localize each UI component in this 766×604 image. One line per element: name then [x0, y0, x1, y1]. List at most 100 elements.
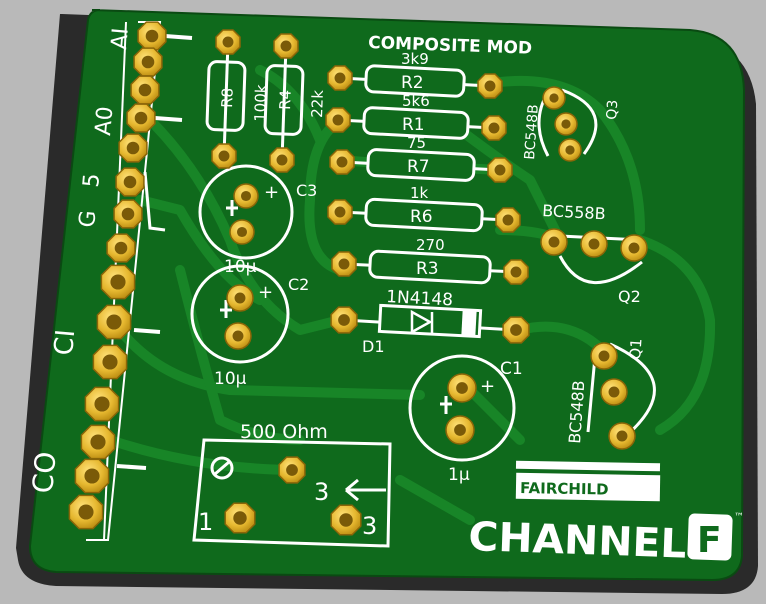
capacitor-c2: C2 + 10µ	[190, 264, 309, 389]
label-g: G	[75, 209, 101, 228]
pad	[92, 344, 128, 380]
pad	[226, 284, 254, 312]
tm-mark: ™	[734, 512, 744, 523]
channel-f-logo: CHANNEL F ™	[468, 512, 744, 568]
resistor-ref: R2	[401, 73, 424, 93]
pad	[130, 75, 160, 105]
pad	[477, 73, 503, 99]
pad	[503, 259, 529, 285]
pad	[229, 219, 255, 245]
r8-ref: R8	[218, 88, 237, 109]
pad	[330, 306, 358, 334]
pad	[113, 199, 143, 229]
q3-value: BC548B	[522, 104, 542, 160]
c3-plus: +	[264, 182, 279, 203]
capacitor-c1: C1 + 1µ	[408, 354, 523, 485]
resistor-ref: R1	[402, 115, 425, 135]
trimmer-pin3b: 3	[362, 512, 377, 540]
pad	[329, 149, 355, 175]
pad	[269, 147, 295, 173]
pad	[126, 103, 156, 133]
label-ci: CI	[49, 328, 81, 356]
trimmer-pin3a: 3	[314, 478, 329, 506]
pad	[325, 107, 351, 133]
pad	[273, 33, 299, 59]
d1-value: 1N4148	[386, 287, 454, 310]
fairchild-logo: FAIRCHILD	[515, 460, 661, 502]
pad	[80, 424, 116, 460]
c3-ref: C3	[296, 181, 317, 200]
pad	[211, 143, 237, 169]
cap-polarity-marks	[220, 200, 452, 414]
resistor-value: 270	[416, 236, 445, 254]
pad	[540, 228, 568, 256]
transistor-q1: BC548B Q1	[565, 338, 656, 445]
pad	[590, 342, 618, 370]
q3-ref: Q3	[604, 99, 621, 120]
pad	[224, 322, 252, 350]
c1-value: 1µ	[448, 465, 470, 485]
pad	[115, 167, 145, 197]
c2-value: 10µ	[214, 369, 247, 389]
edge-connector: AI A0 G 5 CI CO	[26, 21, 193, 541]
resistor-r4: R4 22k	[263, 45, 327, 161]
pad	[106, 233, 136, 263]
trimmer-pot: 500 Ohm 1 3 3	[192, 421, 392, 548]
pad	[278, 456, 306, 484]
r4-ref: R4	[276, 90, 295, 111]
channel-text: CHANNEL	[468, 514, 687, 568]
resistor-r8: R8 100k	[205, 41, 270, 157]
pad	[487, 157, 513, 183]
resistor-value: 1k	[410, 184, 429, 202]
label-co: CO	[26, 450, 62, 494]
label-5: 5	[79, 172, 105, 188]
pad	[74, 458, 110, 494]
q1-value: BC548B	[565, 380, 588, 445]
pad	[118, 133, 148, 163]
pad	[495, 207, 521, 233]
q2-value: BC558B	[542, 201, 606, 223]
pad	[327, 199, 353, 225]
pad	[542, 86, 566, 110]
pad	[215, 29, 241, 55]
pad	[233, 183, 259, 209]
pad	[327, 65, 353, 91]
c2-ref: C2	[288, 275, 309, 294]
resistor-ref: R6	[410, 207, 433, 227]
component-pads	[211, 29, 648, 536]
label-ao: A0	[91, 105, 118, 136]
trimmer-value: 500 Ohm	[240, 421, 328, 443]
pad	[133, 47, 163, 77]
pad	[96, 304, 132, 340]
pad	[445, 415, 475, 445]
pad	[608, 422, 636, 450]
pad	[481, 115, 507, 141]
resistor-value: 3k9	[401, 50, 429, 68]
resistor-value: 5k6	[402, 92, 430, 110]
q2-ref: Q2	[618, 287, 641, 306]
pad	[600, 378, 628, 406]
resistor-ref: R7	[407, 157, 430, 177]
pad	[137, 21, 167, 51]
pad	[580, 230, 608, 258]
trimmer-pin1: 1	[198, 508, 213, 536]
resistor-value: 75	[407, 134, 426, 152]
pad	[447, 373, 477, 403]
d1-ref: D1	[362, 337, 385, 356]
resistor-ref: R3	[416, 259, 439, 279]
pad	[330, 504, 362, 536]
pad	[502, 316, 530, 344]
c2-plus: +	[258, 282, 273, 303]
r4-value: 22k	[308, 89, 327, 118]
label-ai: AI	[107, 27, 134, 51]
pad	[558, 138, 582, 162]
pad	[68, 494, 104, 530]
